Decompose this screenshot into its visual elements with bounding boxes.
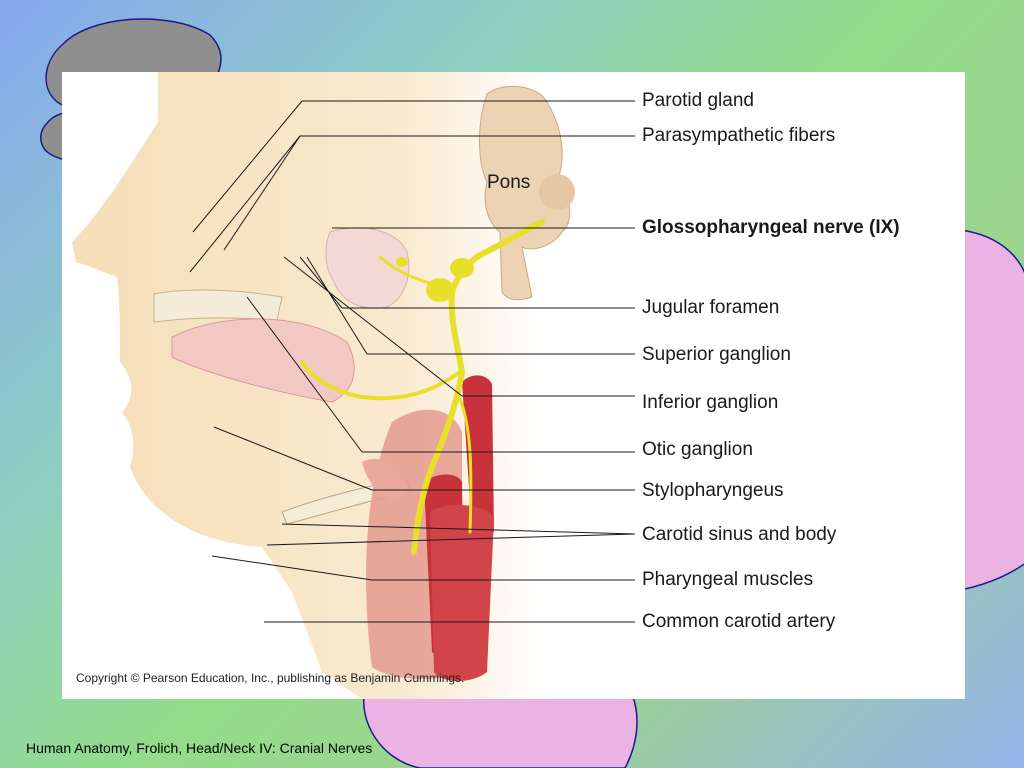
parotid-gland	[325, 227, 410, 309]
palate-bone	[153, 289, 283, 323]
glossopharyngeal-diagram: Pons	[72, 72, 636, 699]
pons	[539, 174, 575, 210]
label-stylopharyngeus: Stylopharyngeus	[642, 480, 784, 501]
stylopharyngeus-muscle	[362, 458, 407, 502]
inferior-ganglion	[426, 278, 454, 302]
superior-ganglion	[450, 258, 474, 278]
slide-footer: Human Anatomy, Frolich, Head/Neck IV: Cr…	[26, 740, 373, 756]
carotid-trunk	[430, 505, 494, 681]
label-superior-ganglion: Superior ganglion	[642, 344, 791, 365]
otic-ganglion	[396, 257, 408, 267]
copyright-text: Copyright © Pearson Education, Inc., pub…	[76, 671, 465, 685]
glossopharyngeal-branch	[455, 390, 473, 534]
label-carotid-sinus-and-body: Carotid sinus and body	[642, 524, 837, 545]
pink-blob-shape	[363, 689, 638, 768]
label-jugular-foramen: Jugular foramen	[642, 297, 780, 318]
glossopharyngeal-branch	[300, 360, 462, 401]
label-pharyngeal-muscles: Pharyngeal muscles	[642, 569, 814, 590]
pink-blob-shape	[959, 229, 1024, 591]
label-inferior-ganglion: Inferior ganglion	[642, 392, 779, 413]
tongue	[171, 318, 355, 403]
leader-lines	[189, 100, 636, 623]
label-common-carotid-artery: Common carotid artery	[642, 611, 836, 632]
glossopharyngeal-nerve	[411, 219, 545, 555]
label-parasympathetic-fibers: Parasympathetic fibers	[642, 125, 836, 146]
label-otic-ganglion: Otic ganglion	[642, 439, 753, 460]
pons-label: Pons	[487, 172, 530, 193]
anatomy-figure: Pons Parotid gland Parasympathetic fiber…	[62, 72, 965, 699]
label-parotid-gland: Parotid gland	[642, 90, 754, 111]
label-glossopharyngeal-nerve: Glossopharyngeal nerve (IX)	[642, 217, 900, 238]
